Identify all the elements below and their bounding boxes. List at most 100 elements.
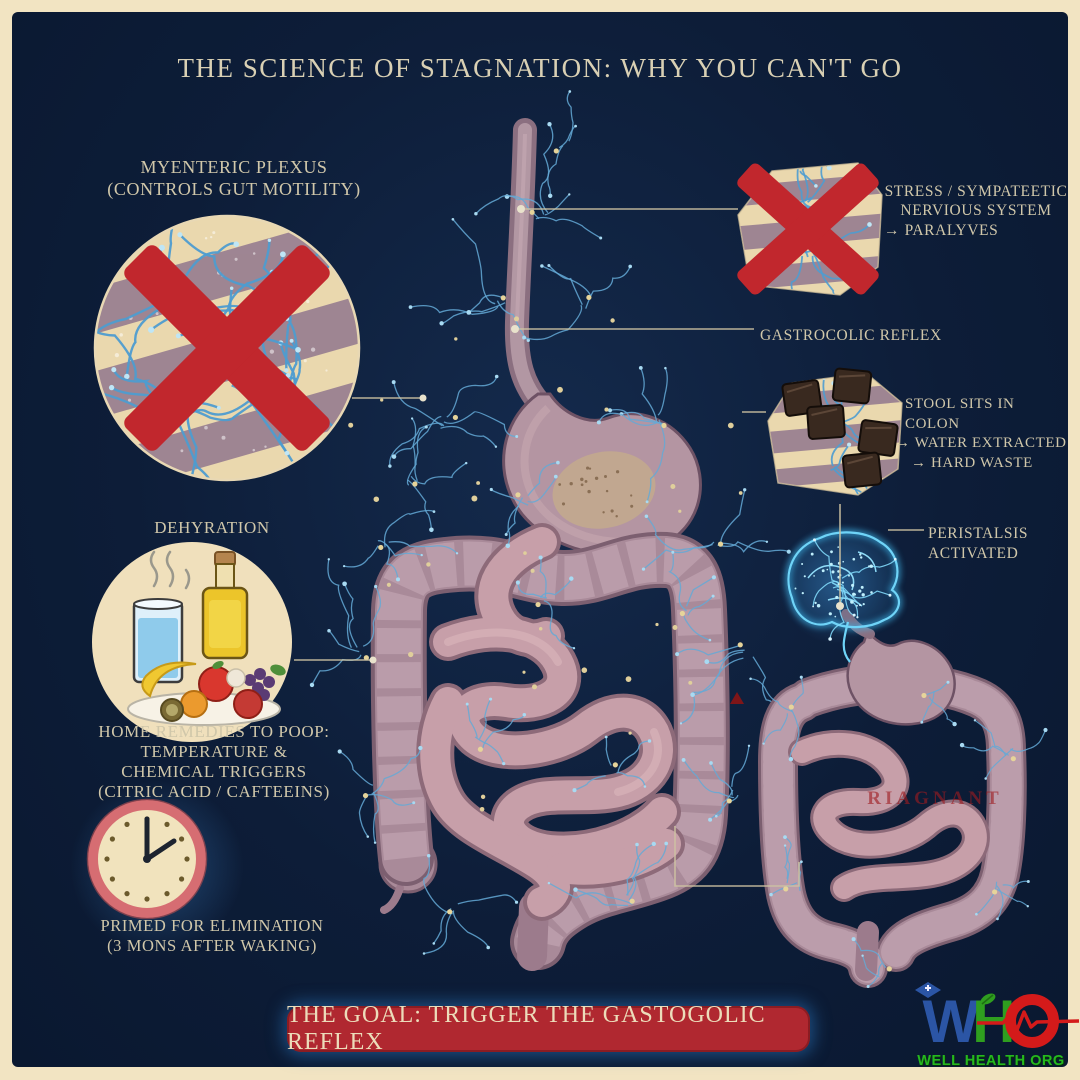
ganglion-dot (661, 422, 667, 429)
speckle-dot (831, 570, 835, 574)
graduation-cap-icon (915, 982, 941, 998)
nerve-ending-dot (708, 638, 712, 642)
speckle-dot (868, 565, 871, 568)
nerve-ending-dot (538, 555, 543, 560)
nerve-ending-dot (800, 860, 803, 864)
speckle-dot (310, 347, 316, 352)
nerve-fiber (539, 557, 547, 599)
clock-hour-dot (104, 856, 110, 862)
connector-lines (294, 208, 924, 887)
nerve-ending-dot (309, 682, 315, 688)
nerve-ending-dot (374, 229, 380, 235)
ganglion-dot (921, 692, 927, 699)
nerve-ending-dot (181, 412, 188, 420)
nerve-fiber (683, 759, 735, 799)
nerve-ending-dot (822, 358, 826, 362)
nerve-fiber (811, 255, 861, 282)
speckle-dot (348, 422, 354, 428)
speckle-dot (276, 386, 279, 389)
clock-hour-dot (179, 876, 185, 882)
nerve-fiber (112, 369, 165, 409)
speckle-dot (303, 359, 307, 363)
nerve-fiber (125, 306, 163, 377)
nerve-ending-dot (216, 405, 221, 410)
speckle-dot (373, 496, 380, 502)
speckle-dot (287, 436, 291, 440)
nerve-ending-dot (765, 540, 769, 543)
nerve-ending-dot (574, 124, 577, 128)
myenteric-line1: MYENTERIC PLEXUS (140, 157, 328, 177)
nerve-ending-dot (690, 692, 695, 698)
nerve-fiber (822, 378, 838, 428)
speckle-dot (178, 417, 184, 422)
rectum (517, 892, 549, 971)
nerve-fiber (921, 691, 935, 723)
nerve-ending-dot (833, 385, 837, 389)
nerve-ending-dot (451, 217, 455, 221)
plexus-nerves (95, 216, 380, 480)
digestive-tract-illustration (309, 90, 791, 971)
speckle-dot (615, 470, 620, 474)
nerve-ending-dot (834, 147, 838, 151)
ganglion-dot (535, 601, 541, 608)
speckle-dot (212, 231, 216, 235)
nerve-ending-dot (799, 675, 803, 679)
nerve-fiber (110, 386, 168, 401)
nerve-ending-dot (888, 593, 892, 597)
nerve-fiber (961, 744, 1010, 756)
nerve-fiber (475, 194, 545, 215)
nerve-ending-dot (596, 420, 601, 425)
nerve-fiber (738, 174, 812, 205)
nerve-fiber (770, 882, 798, 896)
nerve-fiber (443, 411, 517, 438)
nerve-fiber (616, 771, 646, 787)
ganglion-dot (515, 492, 521, 498)
nerve-fiber (277, 393, 304, 480)
myenteric-line2: (CONTROLS GUT MOTILITY) (107, 178, 361, 199)
speckle-dot (610, 509, 614, 513)
nerve-fiber (832, 373, 848, 385)
tissue-speckles (114, 231, 328, 453)
speckle-dot (615, 515, 618, 518)
nerve-fiber (783, 845, 789, 879)
nerve-ending-dot (515, 580, 520, 585)
nerve-ending-dot (515, 435, 519, 438)
nerve-fiber (811, 250, 845, 295)
speckle-dot (569, 482, 573, 486)
nerve-fiber (926, 681, 949, 696)
speckle-dot (426, 562, 431, 567)
nerve-ending-dot (429, 527, 434, 533)
nerve-ending-dot (704, 659, 710, 665)
nerve-ending-dot (681, 757, 686, 762)
speckle-dot (837, 561, 841, 565)
nerve-fiber (172, 317, 228, 345)
nerve-ending-dot (790, 376, 795, 382)
nerve-ending-dot (599, 236, 603, 240)
speckle-dot (158, 286, 162, 290)
nerve-fiber (585, 266, 631, 309)
speckle-dot (858, 589, 862, 593)
nerve-fiber (327, 559, 352, 648)
stool-line2: → WATER EXTRACTED (895, 435, 1067, 451)
nerve-ending-dot (865, 498, 868, 501)
nerve-fiber (974, 719, 1007, 757)
speckle-dot (294, 258, 300, 264)
nerve-fiber (506, 195, 540, 220)
nerve-fiber (410, 462, 467, 485)
nerve-fiber (748, 173, 814, 212)
nerve-fiber (841, 424, 871, 450)
remedies-line4: (CITRIC ACID / CAFTEEINS) (98, 782, 330, 802)
nerve-fiber (539, 123, 554, 214)
nerve-ending-dot (831, 381, 836, 386)
nerve-ending-dot (975, 912, 978, 916)
nerve-ending-dot (743, 488, 747, 492)
nerve-fiber (716, 789, 734, 817)
remedies-line1: HOME REMEDIES TO POOP: (98, 722, 330, 741)
myenteric-plexus-inset (93, 214, 380, 482)
nerve-ending-dot (556, 460, 560, 465)
nerve-fiber (423, 910, 454, 955)
nerve-ending-dot (641, 567, 646, 571)
ganglion-dot (679, 610, 685, 617)
speckle-dot (655, 622, 659, 627)
nerve-ending-dot (867, 492, 871, 495)
